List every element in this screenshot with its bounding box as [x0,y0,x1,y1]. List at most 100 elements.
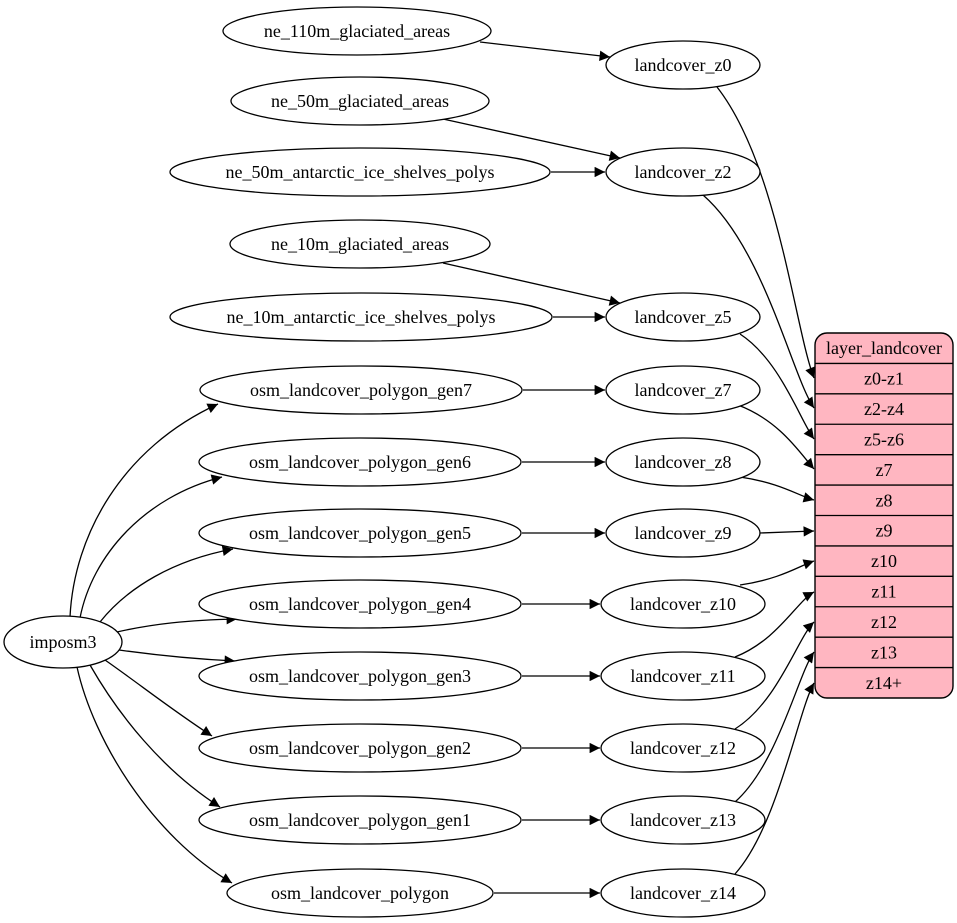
node-label-osm_landcover_polygon_gen1: osm_landcover_polygon_gen1 [249,810,471,830]
node-landcover_z9: landcover_z9 [605,508,761,558]
edge-ne_10m_glaciated_areas-to-landcover_z5 [442,262,621,306]
edge-landcover_z5-to-layer_landcover:z5-z6 [739,333,815,440]
node-label-landcover_z7: landcover_z7 [635,380,732,400]
edge-landcover_z9-to-layer_landcover:z9 [759,526,815,537]
node-shape-landcover_z8 [605,437,761,487]
node-ne_50m_antarctic_ice_shelves_polys: ne_50m_antarctic_ice_shelves_polys [169,147,551,197]
node-shape-osm_landcover_polygon_gen1 [198,795,522,845]
node-label-landcover_z14: landcover_z14 [630,883,736,903]
node-label-imposm3: imposm3 [29,632,96,652]
node-shape-ne_110m_glaciated_areas [222,6,492,56]
node-label-landcover_z9: landcover_z9 [635,523,732,543]
node-label-osm_landcover_polygon_gen4: osm_landcover_polygon_gen4 [249,594,471,614]
node-label-landcover_z12: landcover_z12 [630,738,736,758]
node-shape-imposm3 [3,615,123,669]
edge-landcover_z2-to-layer_landcover:z2-z4 [702,194,815,409]
table-row-z11: z11 [871,582,896,602]
node-label-osm_landcover_polygon_gen3: osm_landcover_polygon_gen3 [249,666,471,686]
edge-ne_50m_glaciated_areas-to-landcover_z2 [442,118,621,161]
edge-imposm3-to-osm_landcover_polygon_gen3 [118,649,236,666]
node-label-ne_50m_antarctic_ice_shelves_polys: ne_50m_antarctic_ice_shelves_polys [226,162,495,182]
table-row-z13: z13 [871,642,897,662]
node-shape-landcover_z13 [600,795,766,845]
node-osm_landcover_polygon_gen1: osm_landcover_polygon_gen1 [198,795,522,845]
table-title: layer_landcover [826,338,942,358]
table-row-z12: z12 [871,612,897,632]
edge-landcover_z0-to-layer_landcover:z0-z1 [716,86,816,379]
node-shape-landcover_z14 [600,868,766,918]
node-label-osm_landcover_polygon_gen7: osm_landcover_polygon_gen7 [250,380,472,400]
edge-landcover_z11-to-layer_landcover:z11 [734,591,815,658]
node-shape-ne_50m_antarctic_ice_shelves_polys [169,147,551,197]
node-landcover_z0: landcover_z0 [605,40,761,90]
node-label-ne_50m_glaciated_areas: ne_50m_glaciated_areas [271,91,449,111]
node-label-ne_10m_glaciated_areas: ne_10m_glaciated_areas [271,234,449,254]
node-shape-osm_landcover_polygon [226,868,494,918]
node-shape-osm_landcover_polygon_gen7 [199,365,523,415]
node-osm_landcover_polygon_gen2: osm_landcover_polygon_gen2 [198,723,522,773]
node-shape-osm_landcover_polygon_gen3 [198,651,522,701]
edge-landcover_z14-to-layer_landcover:z14+ [734,682,815,875]
node-landcover_z7: landcover_z7 [605,365,761,415]
node-osm_landcover_polygon_gen6: osm_landcover_polygon_gen6 [198,437,522,487]
table-row-z10: z10 [871,551,897,571]
node-osm_landcover_polygon_gen7: osm_landcover_polygon_gen7 [199,365,523,415]
edge-imposm3-to-osm_landcover_polygon_gen1 [89,664,221,808]
node-shape-osm_landcover_polygon_gen6 [198,437,522,487]
node-osm_landcover_polygon: osm_landcover_polygon [226,868,494,918]
edge-imposm3-to-osm_landcover_polygon_gen7 [69,403,219,618]
node-label-osm_landcover_polygon: osm_landcover_polygon [271,883,449,903]
node-shape-landcover_z9 [605,508,761,558]
node-label-ne_10m_antarctic_ice_shelves_polys: ne_10m_antarctic_ice_shelves_polys [227,307,496,327]
node-label-landcover_z11: landcover_z11 [630,666,735,686]
node-label-ne_110m_glaciated_areas: ne_110m_glaciated_areas [264,21,450,41]
node-landcover_z2: landcover_z2 [605,147,761,197]
node-ne_110m_glaciated_areas: ne_110m_glaciated_areas [222,6,492,56]
node-shape-landcover_z7 [605,365,761,415]
node-label-landcover_z0: landcover_z0 [635,55,732,75]
node-label-landcover_z8: landcover_z8 [635,452,732,472]
edge-landcover_z12-to-layer_landcover:z12 [734,621,815,730]
node-shape-ne_10m_antarctic_ice_shelves_polys [169,292,553,342]
node-landcover_z8: landcover_z8 [605,437,761,487]
table-row-z0-z1: z0-z1 [864,369,904,389]
node-shape-ne_10m_glaciated_areas [229,219,491,269]
node-osm_landcover_polygon_gen4: osm_landcover_polygon_gen4 [198,579,522,629]
edge-imposm3-to-osm_landcover_polygon_gen5 [99,545,234,623]
node-osm_landcover_polygon_gen5: osm_landcover_polygon_gen5 [198,508,522,558]
edge-landcover_z10-to-layer_landcover:z10 [739,559,815,586]
node-shape-landcover_z0 [605,40,761,90]
node-label-landcover_z10: landcover_z10 [630,594,736,614]
node-ne_50m_glaciated_areas: ne_50m_glaciated_areas [230,76,490,126]
node-shape-landcover_z10 [600,579,766,629]
node-shape-ne_50m_glaciated_areas [230,76,490,126]
edge-imposm3-to-osm_landcover_polygon_gen6 [79,474,223,619]
node-landcover_z11: landcover_z11 [600,651,766,701]
table-row-z14+: z14+ [866,673,902,693]
node-ne_10m_antarctic_ice_shelves_polys: ne_10m_antarctic_ice_shelves_polys [169,292,553,342]
node-landcover_z13: landcover_z13 [600,795,766,845]
node-shape-landcover_z2 [605,147,761,197]
edge-landcover_z13-to-layer_landcover:z13 [734,651,815,803]
node-landcover_z10: landcover_z10 [600,579,766,629]
node-label-osm_landcover_polygon_gen2: osm_landcover_polygon_gen2 [249,738,471,758]
node-shape-landcover_z12 [600,723,766,773]
edge-landcover_z8-to-layer_landcover:z8 [739,476,815,503]
node-shape-osm_landcover_polygon_gen4 [198,579,522,629]
node-shape-landcover_z5 [605,292,761,342]
node-landcover_z5: landcover_z5 [605,292,761,342]
node-landcover_z14: landcover_z14 [600,868,766,918]
node-label-landcover_z13: landcover_z13 [630,810,736,830]
table-row-z7: z7 [876,460,893,480]
edge-imposm3-to-osm_landcover_polygon [76,666,233,884]
node-label-landcover_z2: landcover_z2 [635,162,732,182]
table-row-z8: z8 [876,490,893,510]
node-osm_landcover_polygon_gen3: osm_landcover_polygon_gen3 [198,651,522,701]
node-shape-landcover_z11 [600,651,766,701]
node-imposm3: imposm3 [3,615,123,669]
node-landcover_z12: landcover_z12 [600,723,766,773]
table-row-z2-z4: z2-z4 [864,399,904,419]
edge-ne_110m_glaciated_areas-to-landcover_z0 [479,41,611,61]
